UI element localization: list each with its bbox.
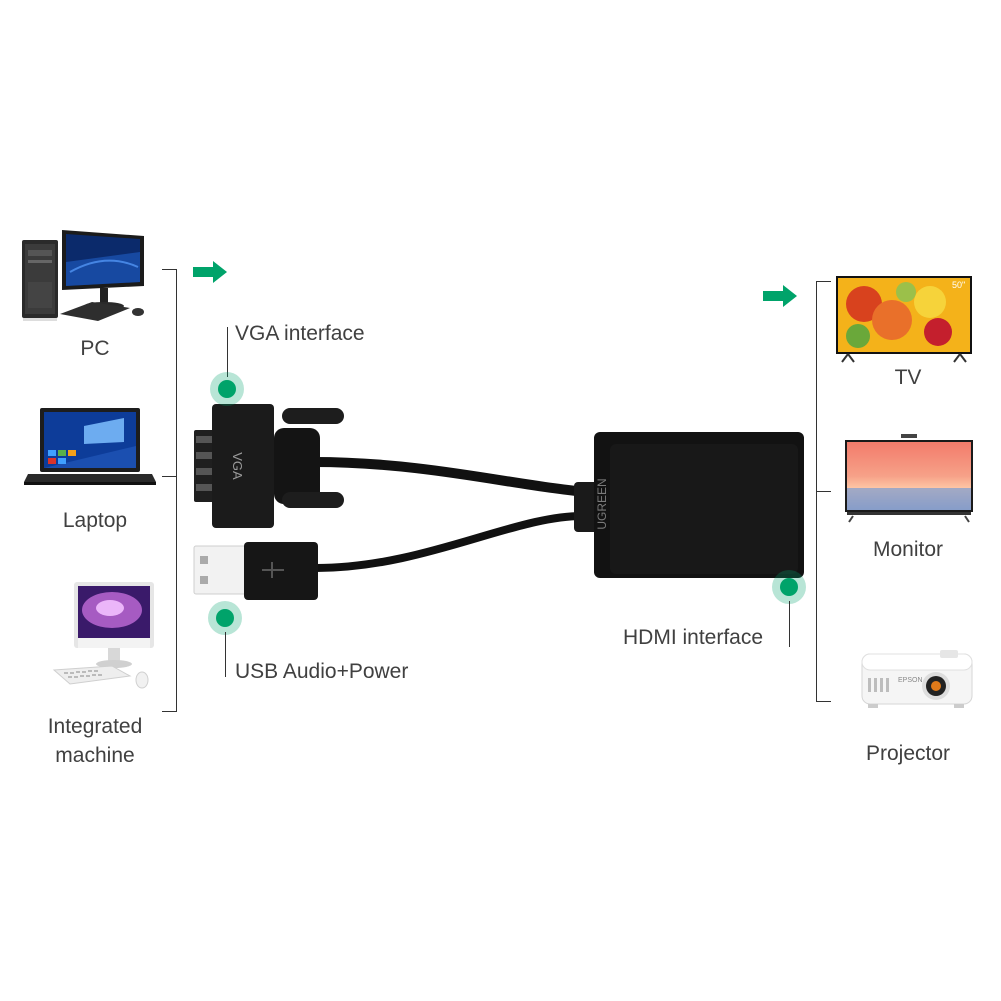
all-in-one-icon — [50, 580, 158, 700]
usb-audio-power-label: USB Audio+Power — [235, 660, 409, 683]
usb-callout-line — [225, 632, 226, 677]
left-bracket-mid — [162, 476, 177, 477]
vga-plug-text: VGA — [230, 452, 245, 480]
projector-brand-text: EPSON — [898, 677, 923, 684]
tv-size-badge: 50" — [952, 280, 965, 290]
projector-label: Projector — [865, 742, 951, 765]
right-bracket-bottom — [816, 701, 831, 702]
tv-label: TV — [894, 366, 922, 389]
right-bracket-top — [816, 281, 831, 282]
input-arrow-icon — [193, 261, 229, 283]
pc-label: PC — [80, 337, 110, 360]
pc-icon — [20, 222, 150, 322]
vga-interface-label: VGA interface — [235, 322, 365, 345]
hdmi-marker-dot — [772, 570, 806, 604]
monitor-label: Monitor — [872, 538, 944, 561]
left-bracket-line — [176, 269, 177, 711]
usb-marker-dot — [208, 601, 242, 635]
output-arrow-icon — [763, 285, 799, 307]
left-bracket-top — [162, 269, 177, 270]
right-bracket-mid — [816, 491, 831, 492]
monitor-icon — [843, 434, 975, 526]
left-bracket-bottom — [162, 711, 177, 712]
hdmi-interface-label: HDMI interface — [623, 626, 764, 649]
laptop-label: Laptop — [62, 509, 128, 532]
vga-marker-dot — [210, 372, 244, 406]
tv-icon: 50" — [834, 274, 974, 364]
integrated-machine-label: Integrated machine — [47, 715, 143, 767]
adapter-illustration: VGA UGREEN — [186, 396, 806, 606]
laptop-icon — [24, 406, 158, 486]
vga-callout-line — [227, 327, 228, 377]
hdmi-brand-text: UGREEN — [595, 478, 609, 529]
hdmi-callout-line — [789, 601, 790, 647]
projector-icon: EPSON — [858, 648, 976, 710]
